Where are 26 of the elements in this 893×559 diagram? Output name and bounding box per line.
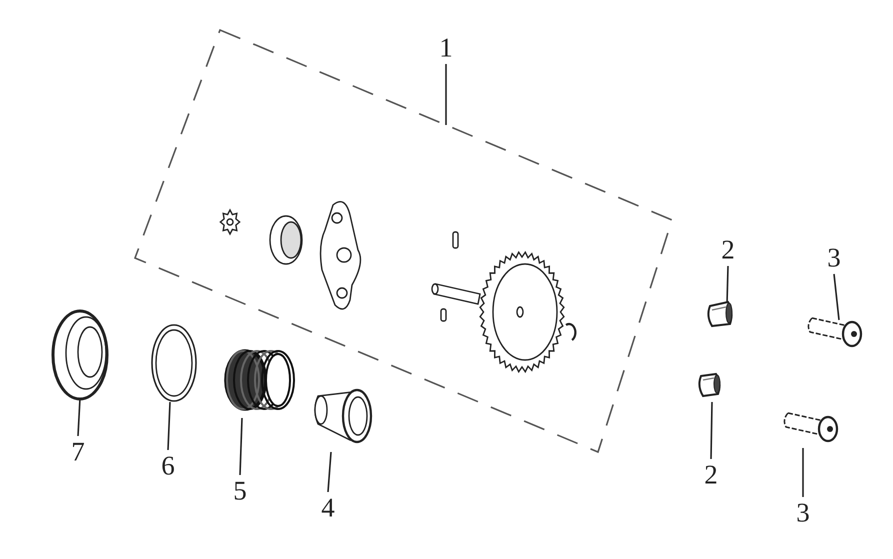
callout-number: 2 — [704, 462, 718, 488]
callout-number: 1 — [439, 34, 453, 62]
leader-line — [77, 398, 81, 436]
callout-number: 3 — [827, 244, 841, 272]
bolt-drawing — [808, 317, 862, 348]
bolt-drawing — [784, 412, 838, 442]
leader-line — [167, 402, 171, 450]
leader-line — [239, 418, 243, 476]
callout-number: 6 — [161, 452, 175, 480]
leader-line — [445, 64, 447, 125]
callout-number: 5 — [233, 478, 247, 504]
leader-line — [710, 402, 713, 460]
callout-number: 3 — [796, 500, 810, 526]
callout-number: 4 — [321, 494, 335, 522]
o-ring-drawing — [151, 324, 197, 402]
dashed-group-outline — [134, 28, 673, 454]
sleeve-drawing — [698, 373, 721, 397]
sleeve-drawing — [707, 301, 733, 327]
callout-number: 7 — [71, 438, 85, 466]
leader-line — [327, 452, 332, 492]
leader-line — [833, 274, 840, 320]
callout-number: 2 — [721, 236, 735, 264]
cap-drawing — [314, 388, 372, 444]
oil-seal-drawing — [52, 310, 108, 400]
spring-drawing — [224, 349, 295, 411]
leader-line — [802, 448, 804, 497]
